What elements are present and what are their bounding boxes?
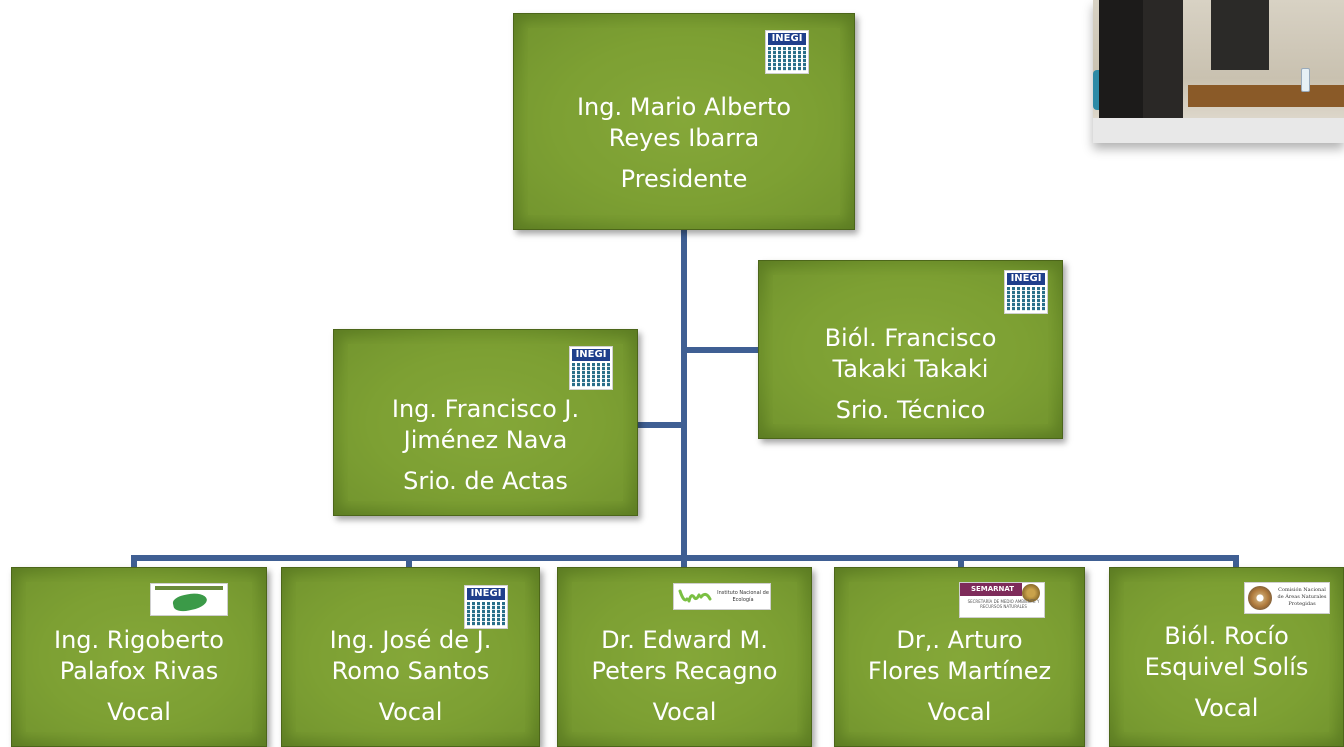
person-role: Vocal — [927, 698, 992, 726]
inegi-logo: INEGI — [464, 585, 508, 629]
person-name: Biól. Rocío Esquivel Solís — [1144, 622, 1309, 681]
person-role: Srio. de Actas — [403, 467, 568, 495]
ine-logo-text: Instituto Nacional de Ecología — [717, 590, 769, 603]
person-role: Vocal — [1194, 694, 1259, 722]
person-role: Srio. Técnico — [835, 396, 986, 424]
eagle-seal-icon — [1022, 584, 1040, 602]
semarnat-logo: SEMARNAT SECRETARÍA DE MEDIO AMBIENTE Y … — [959, 582, 1045, 618]
person-name: Ing. José de J. Romo Santos — [329, 626, 492, 685]
vocal-node-5: Comisión Nacional de Áreas Naturales Pro… — [1109, 567, 1344, 747]
person-name: Ing. Francisco J. Jiménez Nava — [391, 395, 580, 454]
person-role: Vocal — [378, 698, 443, 726]
person-role: Vocal — [107, 698, 171, 726]
person-name: Dr,. Arturo Flores Martínez — [867, 626, 1052, 685]
president-node: INEGI Ing. Mario Alberto Reyes Ibarra Pr… — [513, 13, 855, 230]
secretary-technical-node: INEGI Biól. Francisco Takaki Takaki Srio… — [758, 260, 1063, 439]
green-map-logo — [150, 583, 228, 616]
meeting-photo — [1093, 0, 1344, 143]
person-name: Biól. Francisco Takaki Takaki — [824, 324, 997, 383]
inegi-logo: INEGI — [1004, 270, 1048, 314]
ine-logo: Instituto Nacional de Ecología — [673, 583, 771, 610]
person-role: Presidente — [620, 165, 748, 193]
person-name: Dr. Edward M. Peters Recagno — [591, 626, 778, 685]
person-name: Ing. Mario Alberto Reyes Ibarra — [576, 93, 792, 152]
conanp-logo: Comisión Nacional de Áreas Naturales Pro… — [1244, 582, 1330, 614]
ine-mark-icon — [678, 589, 712, 603]
person-name: Ing. Rigoberto Palafox Rivas — [53, 626, 224, 685]
person-role: Vocal — [652, 698, 717, 726]
inegi-logo: INEGI — [765, 30, 809, 74]
vocal-node-3: Instituto Nacional de Ecología Dr. Edwar… — [557, 567, 812, 747]
vocal-node-2: INEGI Ing. José de J. Romo Santos Vocal — [281, 567, 540, 747]
secretary-minutes-node: INEGI Ing. Francisco J. Jiménez Nava Sri… — [333, 329, 638, 516]
vocal-node-4: SEMARNAT SECRETARÍA DE MEDIO AMBIENTE Y … — [834, 567, 1085, 747]
inegi-logo: INEGI — [569, 346, 613, 390]
conanp-seal-icon — [1248, 586, 1272, 610]
vocal-node-1: Ing. Rigoberto Palafox Rivas Vocal — [11, 567, 267, 747]
